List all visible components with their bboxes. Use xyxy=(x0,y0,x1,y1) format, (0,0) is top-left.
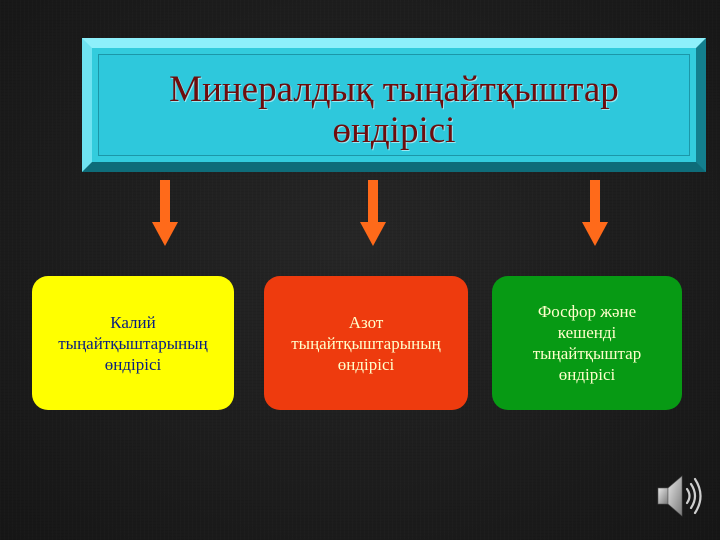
nitrogen-fertilizer-label: Азот тыңайтқыштарының өндірісі xyxy=(291,312,441,374)
phosphate-fertilizer-box: Фосфор және кешенді тыңайтқыштар өндіріс… xyxy=(492,276,682,410)
potash-fertilizer-label: Калий тыңайтқыштарының өндірісі xyxy=(58,312,208,374)
nitrogen-fertilizer-box: Азот тыңайтқыштарының өндірісі xyxy=(264,276,468,410)
title-line-1: Минералдық тыңайтқыштар xyxy=(169,69,619,110)
potash-fertilizer-box: Калий тыңайтқыштарының өндірісі xyxy=(32,276,234,410)
page-title: Минералдық тыңайтқыштар өндірісі xyxy=(99,69,689,151)
title-line-2: өндірісі xyxy=(332,110,456,151)
down-arrow-icon xyxy=(360,180,386,246)
phosphate-fertilizer-label: Фосфор және кешенді тыңайтқыштар өндіріс… xyxy=(532,302,642,384)
speaker-icon[interactable] xyxy=(654,470,706,522)
down-arrow-icon xyxy=(152,180,178,246)
title-frame: Минералдық тыңайтқыштар өндірісі xyxy=(82,38,706,172)
title-panel: Минералдық тыңайтқыштар өндірісі xyxy=(98,54,690,156)
down-arrow-icon xyxy=(582,180,608,246)
